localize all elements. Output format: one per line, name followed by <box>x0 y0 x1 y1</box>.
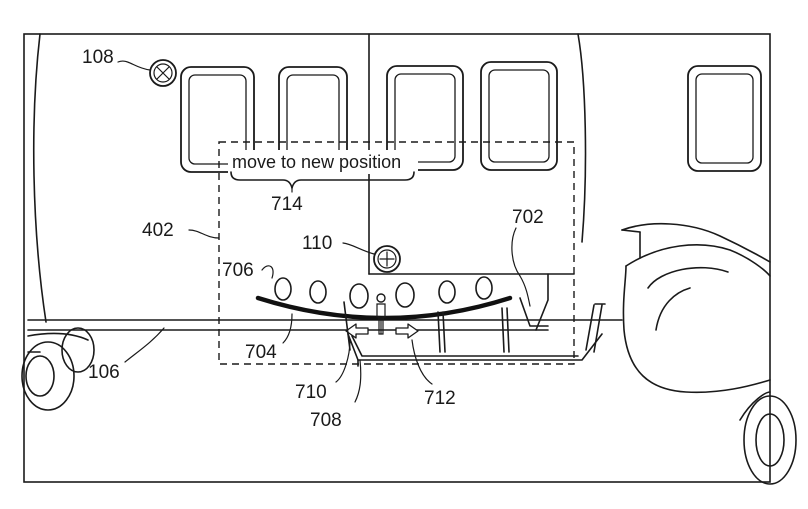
leader-702 <box>511 227 531 307</box>
landing-gear-left <box>21 327 95 411</box>
marker-icon <box>373 245 401 273</box>
marker-icon <box>149 59 177 87</box>
caption-background <box>228 150 418 174</box>
caption-bracket <box>230 171 415 189</box>
arrow-left-icon <box>345 323 369 339</box>
fuselage-right-curve <box>577 33 587 243</box>
person-icon <box>376 293 386 335</box>
door-edge <box>519 297 549 327</box>
fuselage-nose-curve <box>32 33 47 323</box>
fuselage <box>27 33 623 331</box>
porthole-row-706 <box>274 276 493 309</box>
leader-110 <box>342 242 375 255</box>
leader-106 <box>124 327 165 363</box>
window <box>480 61 558 171</box>
boundary-arc-704 <box>255 295 513 321</box>
leader-712 <box>411 339 433 385</box>
ref-label-108: 108 <box>82 47 114 68</box>
window <box>687 65 762 172</box>
leader-706 <box>261 265 274 279</box>
leader-710 <box>335 339 351 383</box>
ref-label-402: 402 <box>142 220 174 241</box>
leader-402 <box>188 229 220 239</box>
caption-text: move to new position <box>232 152 401 172</box>
ref-label-106: 106 <box>88 362 120 383</box>
ref-label-110: 110 <box>302 233 332 254</box>
platform-tray-708 <box>343 301 606 367</box>
ref-label-704: 704 <box>245 342 277 363</box>
leader-704 <box>282 313 293 344</box>
leader-708 <box>354 359 362 403</box>
ref-label-702: 702 <box>512 207 544 228</box>
ref-label-706: 706 <box>222 260 254 281</box>
window <box>386 65 464 171</box>
ref-label-714: 714 <box>271 194 303 215</box>
ref-label-710: 710 <box>295 382 327 403</box>
figure-border <box>23 33 771 483</box>
leader-108 <box>117 60 151 71</box>
window <box>180 66 255 173</box>
door-ramp-702 <box>535 273 549 331</box>
ref-label-712: 712 <box>424 388 456 409</box>
engine-nacelle <box>621 223 797 485</box>
ref-label-708: 708 <box>310 410 342 431</box>
arrow-right-icon <box>395 323 419 339</box>
cabin-windows <box>180 61 762 173</box>
